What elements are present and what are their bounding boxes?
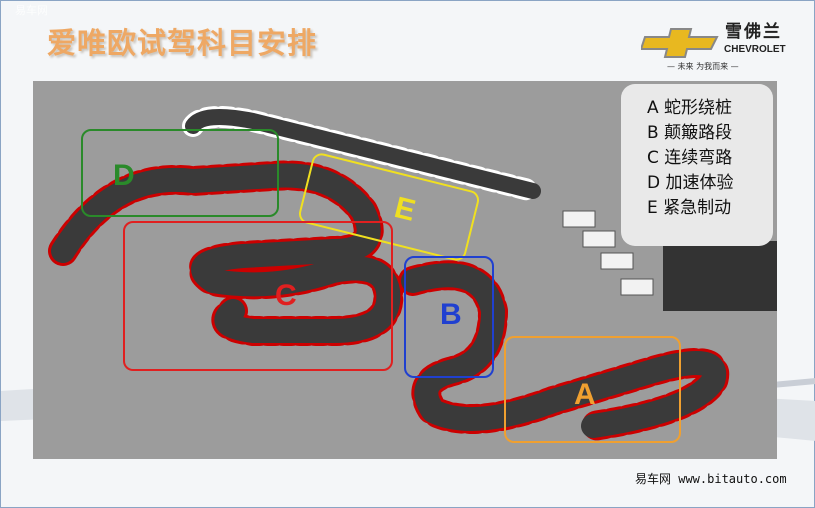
- brand-cn: 雪佛兰: [725, 22, 782, 42]
- chevrolet-logo: 雪佛兰 CHEVROLET — 未来 为我而来 —: [641, 23, 811, 75]
- zone-e-label: E: [391, 190, 419, 228]
- zone-d: D: [81, 129, 279, 217]
- legend-item-d: D 加速体验: [647, 173, 734, 193]
- bowtie-icon: [641, 28, 719, 58]
- cars: [562, 210, 654, 296]
- legend-item-b: B 颠簸路段: [647, 123, 733, 143]
- footer-credit: 易车网 www.bitauto.com: [635, 472, 787, 486]
- brand-slogan: — 未来 为我而来 —: [667, 62, 739, 71]
- legend-item-a: A 蛇形绕桩: [647, 98, 733, 118]
- legend-box: A 蛇形绕桩 B 颠簸路段 C 连续弯路 D 加速体验 E 紧急制动: [621, 84, 773, 246]
- zone-a-label: A: [574, 378, 596, 411]
- zone-b-label: B: [440, 298, 462, 331]
- slide-title: 爱唯欧试驾科目安排: [47, 26, 318, 60]
- legend-item-c: C 连续弯路: [647, 148, 733, 168]
- legend-item-e: E 紧急制动: [647, 198, 732, 218]
- zone-c: C: [123, 221, 393, 371]
- tent: [663, 241, 777, 311]
- zone-c-label: C: [275, 279, 297, 312]
- brand-en: CHEVROLET: [724, 44, 786, 55]
- zone-d-label: D: [113, 159, 135, 192]
- zone-b: B: [404, 256, 494, 378]
- watermark: 易车网: [15, 4, 48, 17]
- zone-a: A: [504, 336, 681, 443]
